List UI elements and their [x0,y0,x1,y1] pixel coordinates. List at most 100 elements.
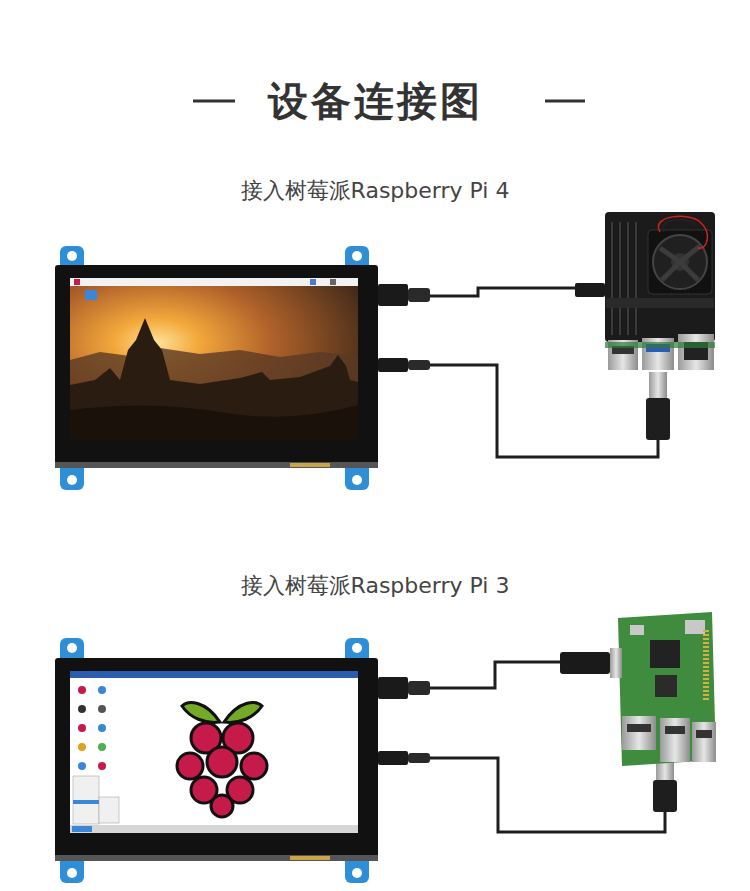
mounting-tab [352,643,362,653]
screen-desktop [99,797,119,823]
raspberry-pi-3 [685,620,705,634]
screen-image [74,279,80,285]
screen-desktop [78,705,86,713]
screen-desktop [70,671,358,678]
usb-plug [656,762,674,782]
screen-image [85,290,97,300]
display-bezel [290,856,330,860]
mounting-tab [67,868,77,878]
raspberry-logo [211,795,233,817]
usb-plug [653,780,677,812]
hdmi-plug [378,283,605,306]
raspberry-pi-4 [605,212,715,342]
hdmi-plug [575,283,605,297]
raspberry-logo [241,753,267,779]
cable [430,758,665,832]
screen-image [70,278,358,440]
screen-desktop [78,743,86,751]
mounting-tab [67,643,77,653]
raspberry-pi-4 [605,212,715,370]
hdmi-plug [378,652,610,699]
raspberry-logo [177,703,267,817]
screen-desktop [98,762,106,770]
raspberry-pi-4 [653,235,707,289]
hdmi-plug [408,681,430,695]
raspberry-pi-4 [678,334,714,370]
raspberry-pi-4 [660,246,700,280]
mounting-tab [352,475,362,485]
hdmi-plug [408,288,430,302]
raspberry-pi-4 [658,216,707,248]
raspberry-logo [224,703,262,723]
display-bezel [55,265,378,468]
raspberry-pi-4 [612,222,636,335]
screen-image [70,278,358,440]
usb-plug [378,751,408,765]
screen-image [70,405,358,440]
hdmi-plug [378,284,408,306]
hdmi-plug [378,677,408,699]
mounting-tab [352,868,362,878]
section-subheading: 接入树莓派Raspberry Pi 4 [241,176,510,206]
raspberry-pi-4 [648,230,712,294]
raspberry-pi-3 [660,718,690,762]
raspberry-pi-4 [663,220,696,232]
raspberry-logo [207,747,237,777]
usb-plug [408,360,430,370]
cable [430,662,560,688]
display-bezel [55,855,378,861]
raspberry-pi-4 [606,298,714,308]
screen-desktop [78,724,86,732]
title-dash [193,100,235,103]
screen-desktop [70,825,358,833]
subheading-row: 接入树莓派Raspberry Pi 4 [0,176,750,206]
screen-desktop [73,800,99,804]
display-bezel [55,658,378,861]
display-bezel [290,463,330,467]
screen-desktop [73,776,99,824]
screen-desktop [70,671,358,833]
section-subheading: 接入树莓派Raspberry Pi 3 [241,571,510,601]
usb-plug [378,358,408,372]
raspberry-pi-3 [692,722,716,762]
mounting-tab [67,251,77,261]
display-bezel [55,265,378,468]
usb-plug [649,372,667,398]
screen-desktop [98,705,106,713]
screen-desktop [72,826,92,832]
title-dash [545,100,585,103]
raspberry-logo [177,723,267,817]
screen-desktop [78,686,106,770]
raspberry-pi-3 [650,640,680,668]
raspberry-pi-4 [605,342,715,348]
raspberry-logo [177,753,203,779]
raspberry-logo [182,703,220,723]
mounting-tab [67,475,77,485]
screen-desktop [98,724,106,732]
screen-image [310,279,316,285]
raspberry-pi-3 [703,630,709,700]
raspberry-pi-3 [665,726,685,734]
cable [430,365,658,457]
screen-image [70,318,358,440]
screen-desktop [78,762,86,770]
usb-plug [408,753,430,763]
screen-desktop [98,743,106,751]
hdmi-plug [560,652,610,674]
raspberry-pi-3 [610,612,716,766]
raspberry-pi-3 [610,648,622,678]
display-bezel [55,658,378,861]
raspberry-pi-3 [630,625,644,635]
title-row: 设备连接图 [0,74,750,129]
raspberry-pi-3 [622,716,656,750]
display-bezel [55,462,378,468]
raspberry-pi-3 [627,724,651,732]
screen-desktop [98,686,106,694]
mounting-tab [352,251,362,261]
screen-desktop [70,671,358,833]
usb-plug [378,358,670,440]
screen-desktop [78,686,86,694]
subheading-row: 接入树莓派Raspberry Pi 3 [0,571,750,601]
